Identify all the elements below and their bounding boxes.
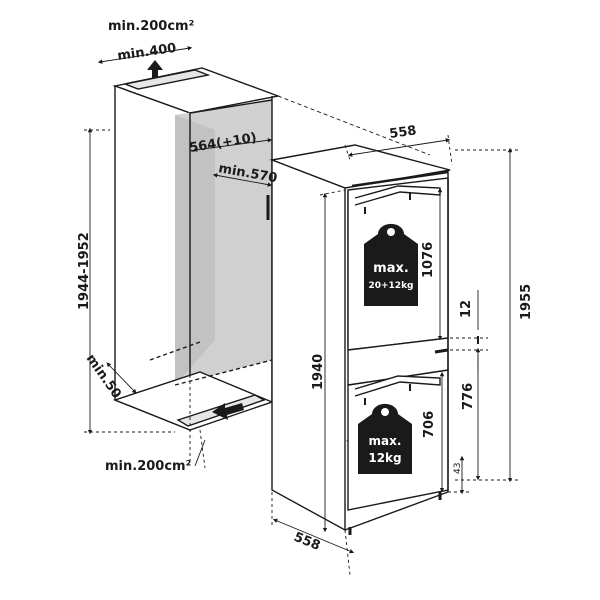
appliance-depth-label: 558 bbox=[292, 530, 323, 554]
upper-door-label: 1076 bbox=[421, 242, 436, 278]
airflow-arrows bbox=[147, 60, 244, 420]
appliance-left-side bbox=[271, 158, 346, 532]
upper-weight-line1: max. bbox=[373, 261, 409, 276]
appliance-height-label: 1955 bbox=[519, 284, 534, 320]
lower-door-label: 706 bbox=[422, 411, 437, 438]
lower-weight-line1: max. bbox=[369, 434, 402, 448]
niche bbox=[112, 67, 281, 432]
top-vent-slot bbox=[122, 69, 211, 90]
appliance bbox=[269, 144, 451, 535]
niche-height-label: 1944-1952 bbox=[77, 232, 92, 310]
top-vent-depth-label: min.400 bbox=[116, 41, 177, 64]
niche-inner-side bbox=[175, 115, 215, 385]
door-gap-label: 12 bbox=[459, 300, 474, 318]
top-vent-area-label: min.200cm² bbox=[108, 19, 194, 34]
upper-weight-icon: max. 20+12kg bbox=[364, 223, 418, 306]
right-arrow-icon bbox=[212, 403, 244, 420]
foot-height-label: 43 bbox=[453, 463, 463, 474]
appliance-dimension-lines bbox=[271, 134, 518, 576]
lower-weight-icon: max. 12kg bbox=[358, 403, 412, 474]
lower-weight-line2: 12kg bbox=[368, 451, 401, 465]
upper-weight-line2: 20+12kg bbox=[368, 281, 413, 291]
lower-height-label: 776 bbox=[461, 383, 476, 410]
bottom-vent-area-label: min.200cm² bbox=[105, 459, 191, 474]
up-arrow-icon bbox=[147, 60, 163, 78]
appliance-width-label: 558 bbox=[388, 123, 417, 142]
body-height-label: 1940 bbox=[311, 354, 326, 390]
